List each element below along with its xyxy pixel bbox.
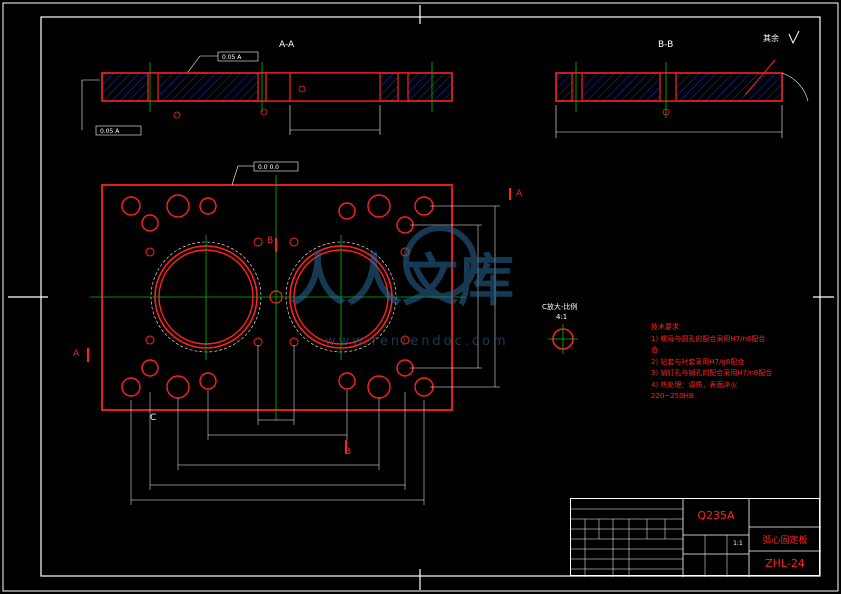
tolerance-frame-plan xyxy=(253,161,299,172)
technical-requirements: 技术要求 1) 螺母与圆孔的配合采用H7/n6配合 合 2) 钻套与衬套采用H7… xyxy=(651,322,816,403)
marker-a-left: A xyxy=(73,349,80,359)
detail-c-scale: 4:1 xyxy=(556,313,567,321)
scale-value: 1:1 xyxy=(733,540,743,547)
roughness-symbol-icon xyxy=(788,30,800,45)
section-markers: A A B B C xyxy=(73,188,523,457)
tech-req-title: 技术要求 xyxy=(651,323,679,331)
title-block: Q235A 弧心固定板 ZHL-24 1:1 xyxy=(570,498,821,577)
watermark-text: 人人文库 xyxy=(290,249,514,314)
detail-c-view: C放大-比例 4:1 xyxy=(542,302,578,354)
watermark-url: www.renrendoc.com xyxy=(325,334,509,349)
tech-req-line: 合 xyxy=(651,346,658,354)
svg-text:0.05 A: 0.05 A xyxy=(222,54,242,61)
part-name: 弧心固定板 xyxy=(762,536,808,546)
tech-req-line: 4) 热处理：调质，表面淬火 xyxy=(651,380,738,389)
watermark: 人人文库 www.renrendoc.com xyxy=(290,225,514,349)
marker-b-bottom: B xyxy=(345,447,351,457)
tolerance-frame-bottom xyxy=(95,125,142,136)
marker-b-top: B xyxy=(267,236,273,246)
tech-req-line: 220~250HB xyxy=(651,392,694,400)
drawing-number: ZHL-24 xyxy=(765,557,805,570)
material-label: Q235A xyxy=(697,509,735,522)
tolerance-frame-top xyxy=(217,51,259,62)
section-b-view: B-B xyxy=(555,40,809,138)
svg-text:0.05 A: 0.05 A xyxy=(100,128,120,135)
svg-text:0.0 0.0: 0.0 0.0 xyxy=(258,164,279,171)
marker-c: C xyxy=(150,413,156,423)
section-b-title: B-B xyxy=(658,40,673,50)
detail-c-title: C放大-比例 xyxy=(542,302,577,311)
plan-view: 0.0 0.0 xyxy=(90,161,500,505)
tech-req-line: 1) 螺母与圆孔的配合采用H7/n6配合 xyxy=(651,334,766,343)
marker-a-top: A xyxy=(516,189,523,199)
surface-finish-note: 其余 xyxy=(763,33,779,43)
section-a-title: A-A xyxy=(279,40,295,50)
section-a-view: A-A 0.05 A 0.05 A xyxy=(81,40,453,136)
tech-req-line: 3) 销钉孔与销孔的配合采用H7/n6配合 xyxy=(651,369,773,377)
tech-req-line: 2) 钻套与衬套采用H7/g6配合 xyxy=(651,357,745,366)
